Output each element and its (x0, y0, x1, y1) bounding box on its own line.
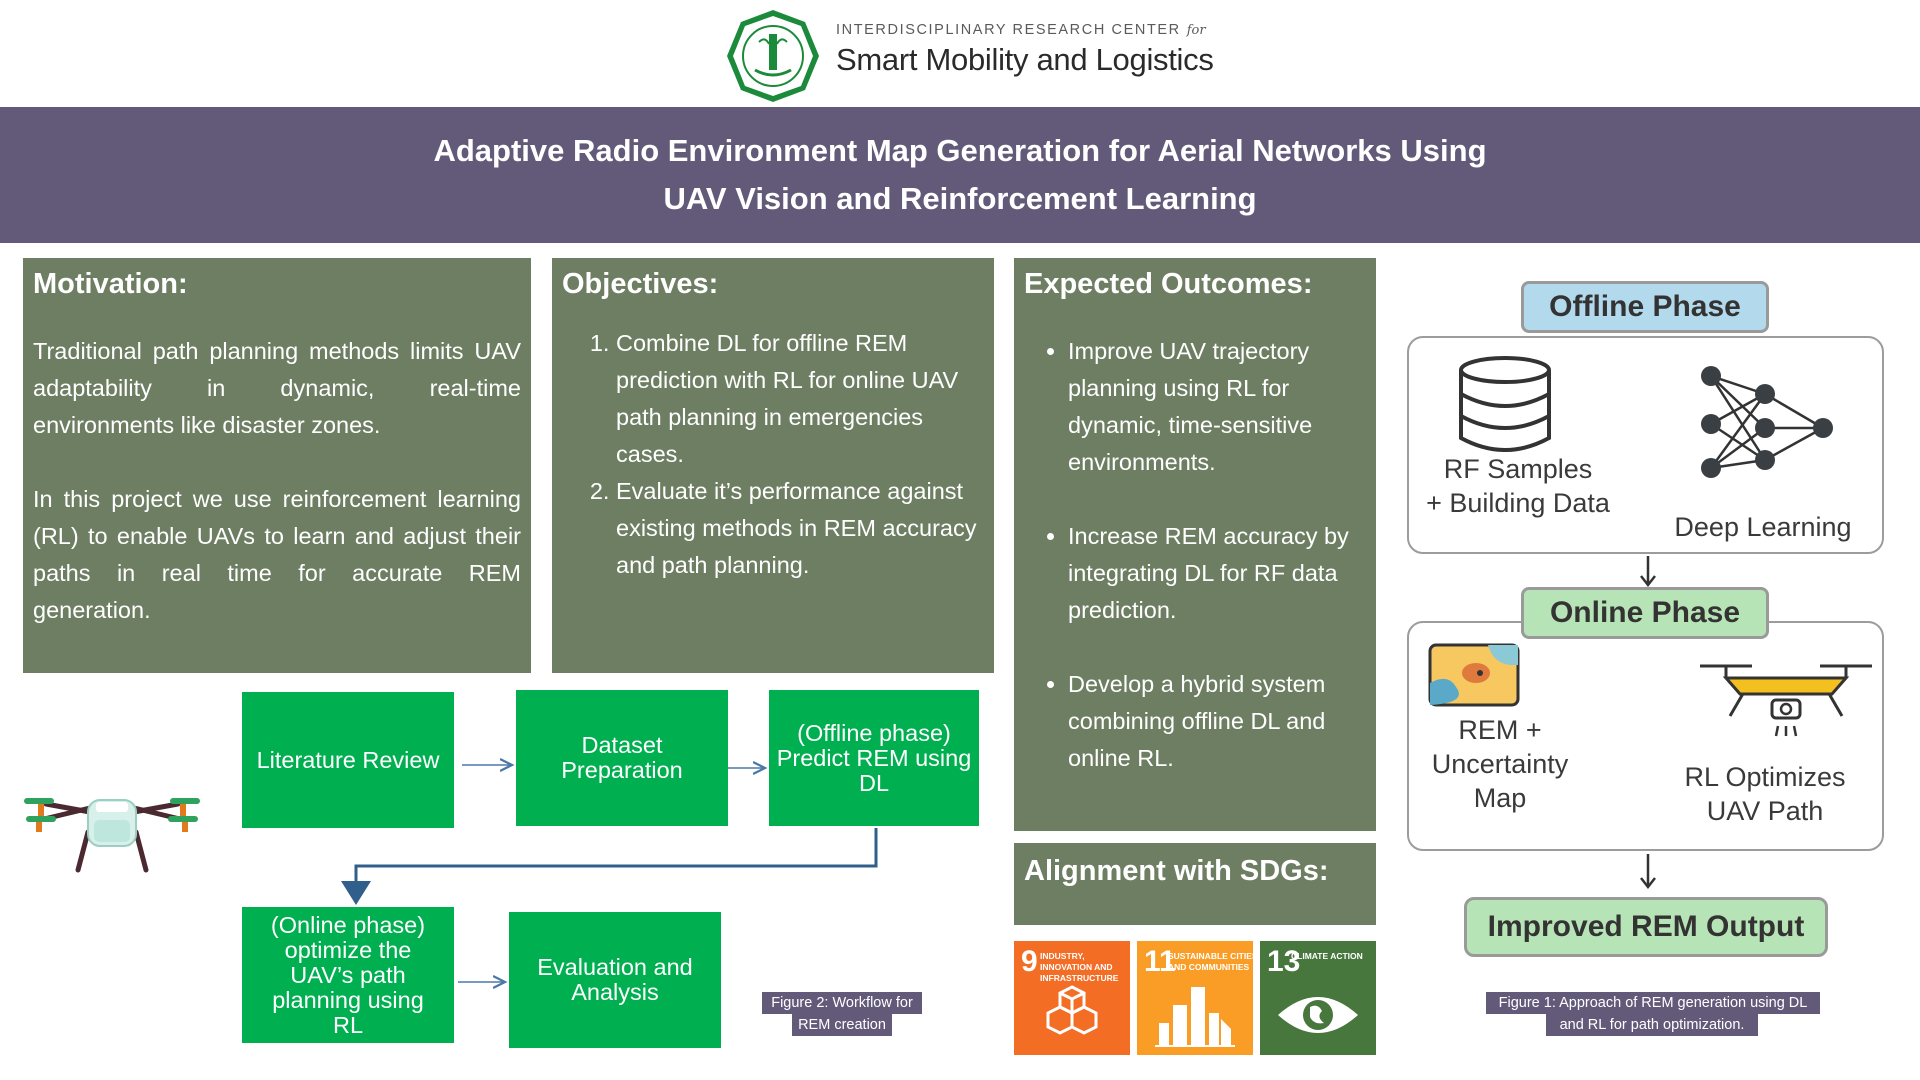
sdg-label: INDUSTRY, INNOVATION AND INFRASTRUCTURE (1040, 951, 1119, 983)
objective-item: Evaluate it’s performance against existi… (616, 473, 984, 584)
outcome-item: Increase REM accuracy by integrating DL … (1068, 518, 1366, 629)
workflow-step-offline-phase: (Offline phase) Predict REM using DL (769, 690, 979, 826)
arrow-down-icon (1640, 556, 1656, 588)
rf-samples-label: RF Samples + Building Data (1418, 452, 1618, 520)
sdg-tile-9: 9 INDUSTRY, INNOVATION AND INFRASTRUCTUR… (1014, 941, 1130, 1055)
motivation-para-2: In this project we use reinforcement lea… (33, 486, 521, 623)
improved-rem-output-label: Improved REM Output (1487, 910, 1805, 943)
workflow-step-label: (Online phase) optimize the UAV’s path p… (270, 911, 426, 1038)
offline-phase-box (1407, 336, 1884, 554)
eye-globe-icon (1278, 997, 1358, 1033)
database-icon (1459, 356, 1551, 452)
workflow-step-label: Evaluation and Analysis (537, 954, 693, 1005)
workflow-step-online-phase: (Online phase) optimize the UAV’s path p… (242, 907, 454, 1043)
workflow-step-evaluation: Evaluation and Analysis (509, 912, 721, 1048)
figure1-caption-line1: Figure 1: Approach of REM generation usi… (1486, 992, 1820, 1014)
neural-network-icon (1701, 366, 1833, 478)
title-banner: Adaptive Radio Environment Map Generatio… (0, 107, 1920, 243)
outcome-item: Improve UAV trajectory planning using RL… (1068, 333, 1366, 481)
drone-icon (24, 798, 200, 873)
university-seal-icon (725, 8, 821, 104)
title-line-2: UAV Vision and Reinforcement Learning (663, 181, 1257, 216)
figure2-caption-line2: REM creation (792, 1014, 892, 1036)
figure1-caption-line2: and RL for path optimization. (1546, 1014, 1758, 1036)
sdg-number: 13 (1267, 945, 1301, 978)
sdg-label: SUSTAINABLE CITIES AND COMMUNITIES (1168, 951, 1258, 972)
rl-optimizes-label: RL Optimizes UAV Path (1660, 760, 1870, 828)
rl-line1: RL Optimizes (1684, 762, 1846, 792)
rem-uncertainty-label: REM + Uncertainty Map (1410, 713, 1590, 815)
rl-line2: UAV Path (1706, 796, 1824, 826)
cubes-icon (1046, 985, 1098, 1035)
sdg-heading: Alignment with SDGs: (1024, 855, 1329, 887)
online-phase-label: Online Phase (1549, 596, 1741, 629)
workflow-step-dataset-preparation: Dataset Preparation (516, 690, 728, 826)
rf-samples-line2: + Building Data (1426, 488, 1610, 518)
outcomes-list: Improve UAV trajectory planning using RL… (1024, 333, 1366, 777)
objective-item: Combine DL for offline REM prediction wi… (616, 325, 984, 473)
offline-phase-pill: Offline Phase (1521, 281, 1769, 333)
objectives-heading: Objectives: (562, 268, 719, 300)
uav-icon (1700, 664, 1872, 737)
outcomes-heading: Expected Outcomes: (1024, 268, 1313, 300)
sdg-panel: Alignment with SDGs: (1014, 843, 1376, 925)
improved-rem-output-pill: Improved REM Output (1464, 897, 1828, 957)
sdg-tile-13: 13 CLIMATE ACTION (1260, 941, 1376, 1055)
online-phase-pill: Online Phase (1521, 587, 1769, 639)
sdg-tile-11: 11 SUSTAINABLE CITIES AND COMMUNITIES (1137, 941, 1258, 1055)
figure2-caption-line1: Figure 2: Workflow for (762, 992, 922, 1014)
objectives-list: Combine DL for offline REM prediction wi… (562, 325, 984, 584)
sdg-number: 9 (1021, 945, 1038, 978)
rem-line2: Uncertainty (1431, 749, 1569, 779)
workflow-step-label: (Offline phase) Predict REM using DL (776, 719, 972, 796)
city-icon (1155, 987, 1235, 1047)
center-kicker: INTERDISCIPLINARY RESEARCH CENTER (836, 22, 1181, 38)
rem-line3: Map (1473, 783, 1527, 813)
rf-samples-line1: RF Samples (1443, 454, 1593, 484)
center-main-name: Smart Mobility and Logistics (836, 42, 1214, 77)
outcomes-panel: Expected Outcomes: Improve UAV trajector… (1014, 258, 1376, 831)
center-name: INTERDISCIPLINARY RESEARCH CENTER for Sma… (836, 22, 1214, 78)
offline-phase-label: Offline Phase (1549, 290, 1741, 323)
rem-line1: REM + (1458, 715, 1542, 745)
outcome-item: Develop a hybrid system combining offlin… (1068, 666, 1366, 777)
objectives-panel: Objectives: Combine DL for offline REM p… (552, 258, 994, 673)
center-for: for (1186, 23, 1206, 38)
motivation-heading: Motivation: (33, 268, 188, 300)
motivation-para-1: Traditional path planning methods limits… (33, 338, 521, 438)
sdg-number: 11 (1144, 945, 1176, 978)
workflow-step-label: Dataset Preparation (561, 732, 683, 783)
map-icon (1428, 643, 1520, 707)
deep-learning-label: Deep Learning (1674, 512, 1852, 542)
arrow-down-icon (1640, 854, 1656, 890)
sdg-label: CLIMATE ACTION (1291, 951, 1363, 961)
title-line-1: Adaptive Radio Environment Map Generatio… (433, 133, 1487, 168)
motivation-panel: Motivation: Traditional path planning me… (23, 258, 531, 673)
workflow-step-literature-review: Literature Review (242, 692, 454, 828)
workflow-step-label: Literature Review (256, 746, 440, 773)
